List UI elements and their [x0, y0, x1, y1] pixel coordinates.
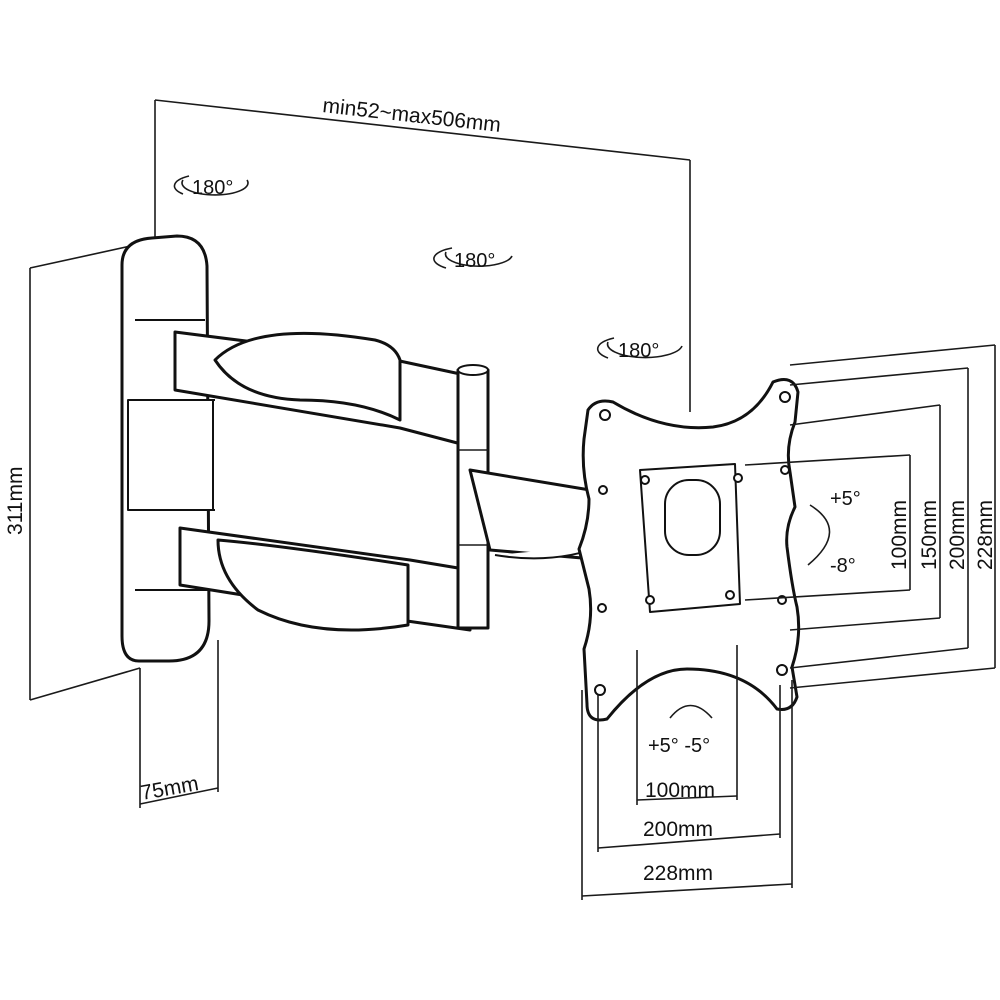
head-arm: [468, 468, 607, 562]
wall-plate-label: 75mm: [139, 772, 200, 805]
vesa-v-150-label: 150mm: [918, 500, 941, 570]
rotation-marker-head: 180°: [596, 337, 683, 362]
rotation-marker-wall: 180°: [173, 175, 249, 199]
vesa-v-100-label: 100mm: [888, 500, 911, 570]
rotation-arrow-icon: [444, 251, 513, 267]
extension-label: min52~max506mm: [321, 94, 502, 137]
rotation-label: 180°: [454, 250, 495, 272]
rotation-marker-middle: 180°: [433, 247, 513, 272]
vesa-v-200-label: 200mm: [946, 500, 969, 570]
tilt-indicator: +5° -8°: [807, 488, 861, 577]
vesa-h-228-label: 228mm: [643, 862, 713, 885]
tilt-down-label: -8°: [830, 555, 856, 577]
vesa-h-100-label: 100mm: [645, 779, 715, 802]
vesa-vertical-dimensions: 100mm 150mm 200mm 228mm: [744, 344, 997, 689]
vesa-plate: [577, 378, 801, 722]
rotation-arrow-icon: [606, 341, 683, 359]
wall-plate-dimension: 75mm: [139, 640, 219, 808]
vesa-h-200-label: 200mm: [643, 818, 713, 841]
vesa-v-228-label: 228mm: [974, 500, 997, 570]
swivel-label: +5° -5°: [648, 735, 710, 757]
wall-plate: [120, 234, 215, 663]
upper-arm: [173, 330, 467, 447]
lower-arm: [178, 526, 472, 632]
height-dimension: 311mm: [4, 243, 141, 701]
vesa-horizontal-dimensions: 100mm 200mm 228mm: [581, 645, 793, 900]
tilt-arrow-icon: [807, 504, 831, 566]
rotation-arrow-icon: [181, 179, 249, 196]
tilt-up-label: +5°: [830, 488, 861, 510]
rotation-label: 180°: [192, 177, 233, 199]
height-label: 311mm: [4, 467, 27, 535]
swivel-arrow-icon: [669, 704, 713, 719]
rotation-label: 180°: [618, 340, 659, 362]
swivel-indicator: +5° -5°: [648, 704, 713, 757]
